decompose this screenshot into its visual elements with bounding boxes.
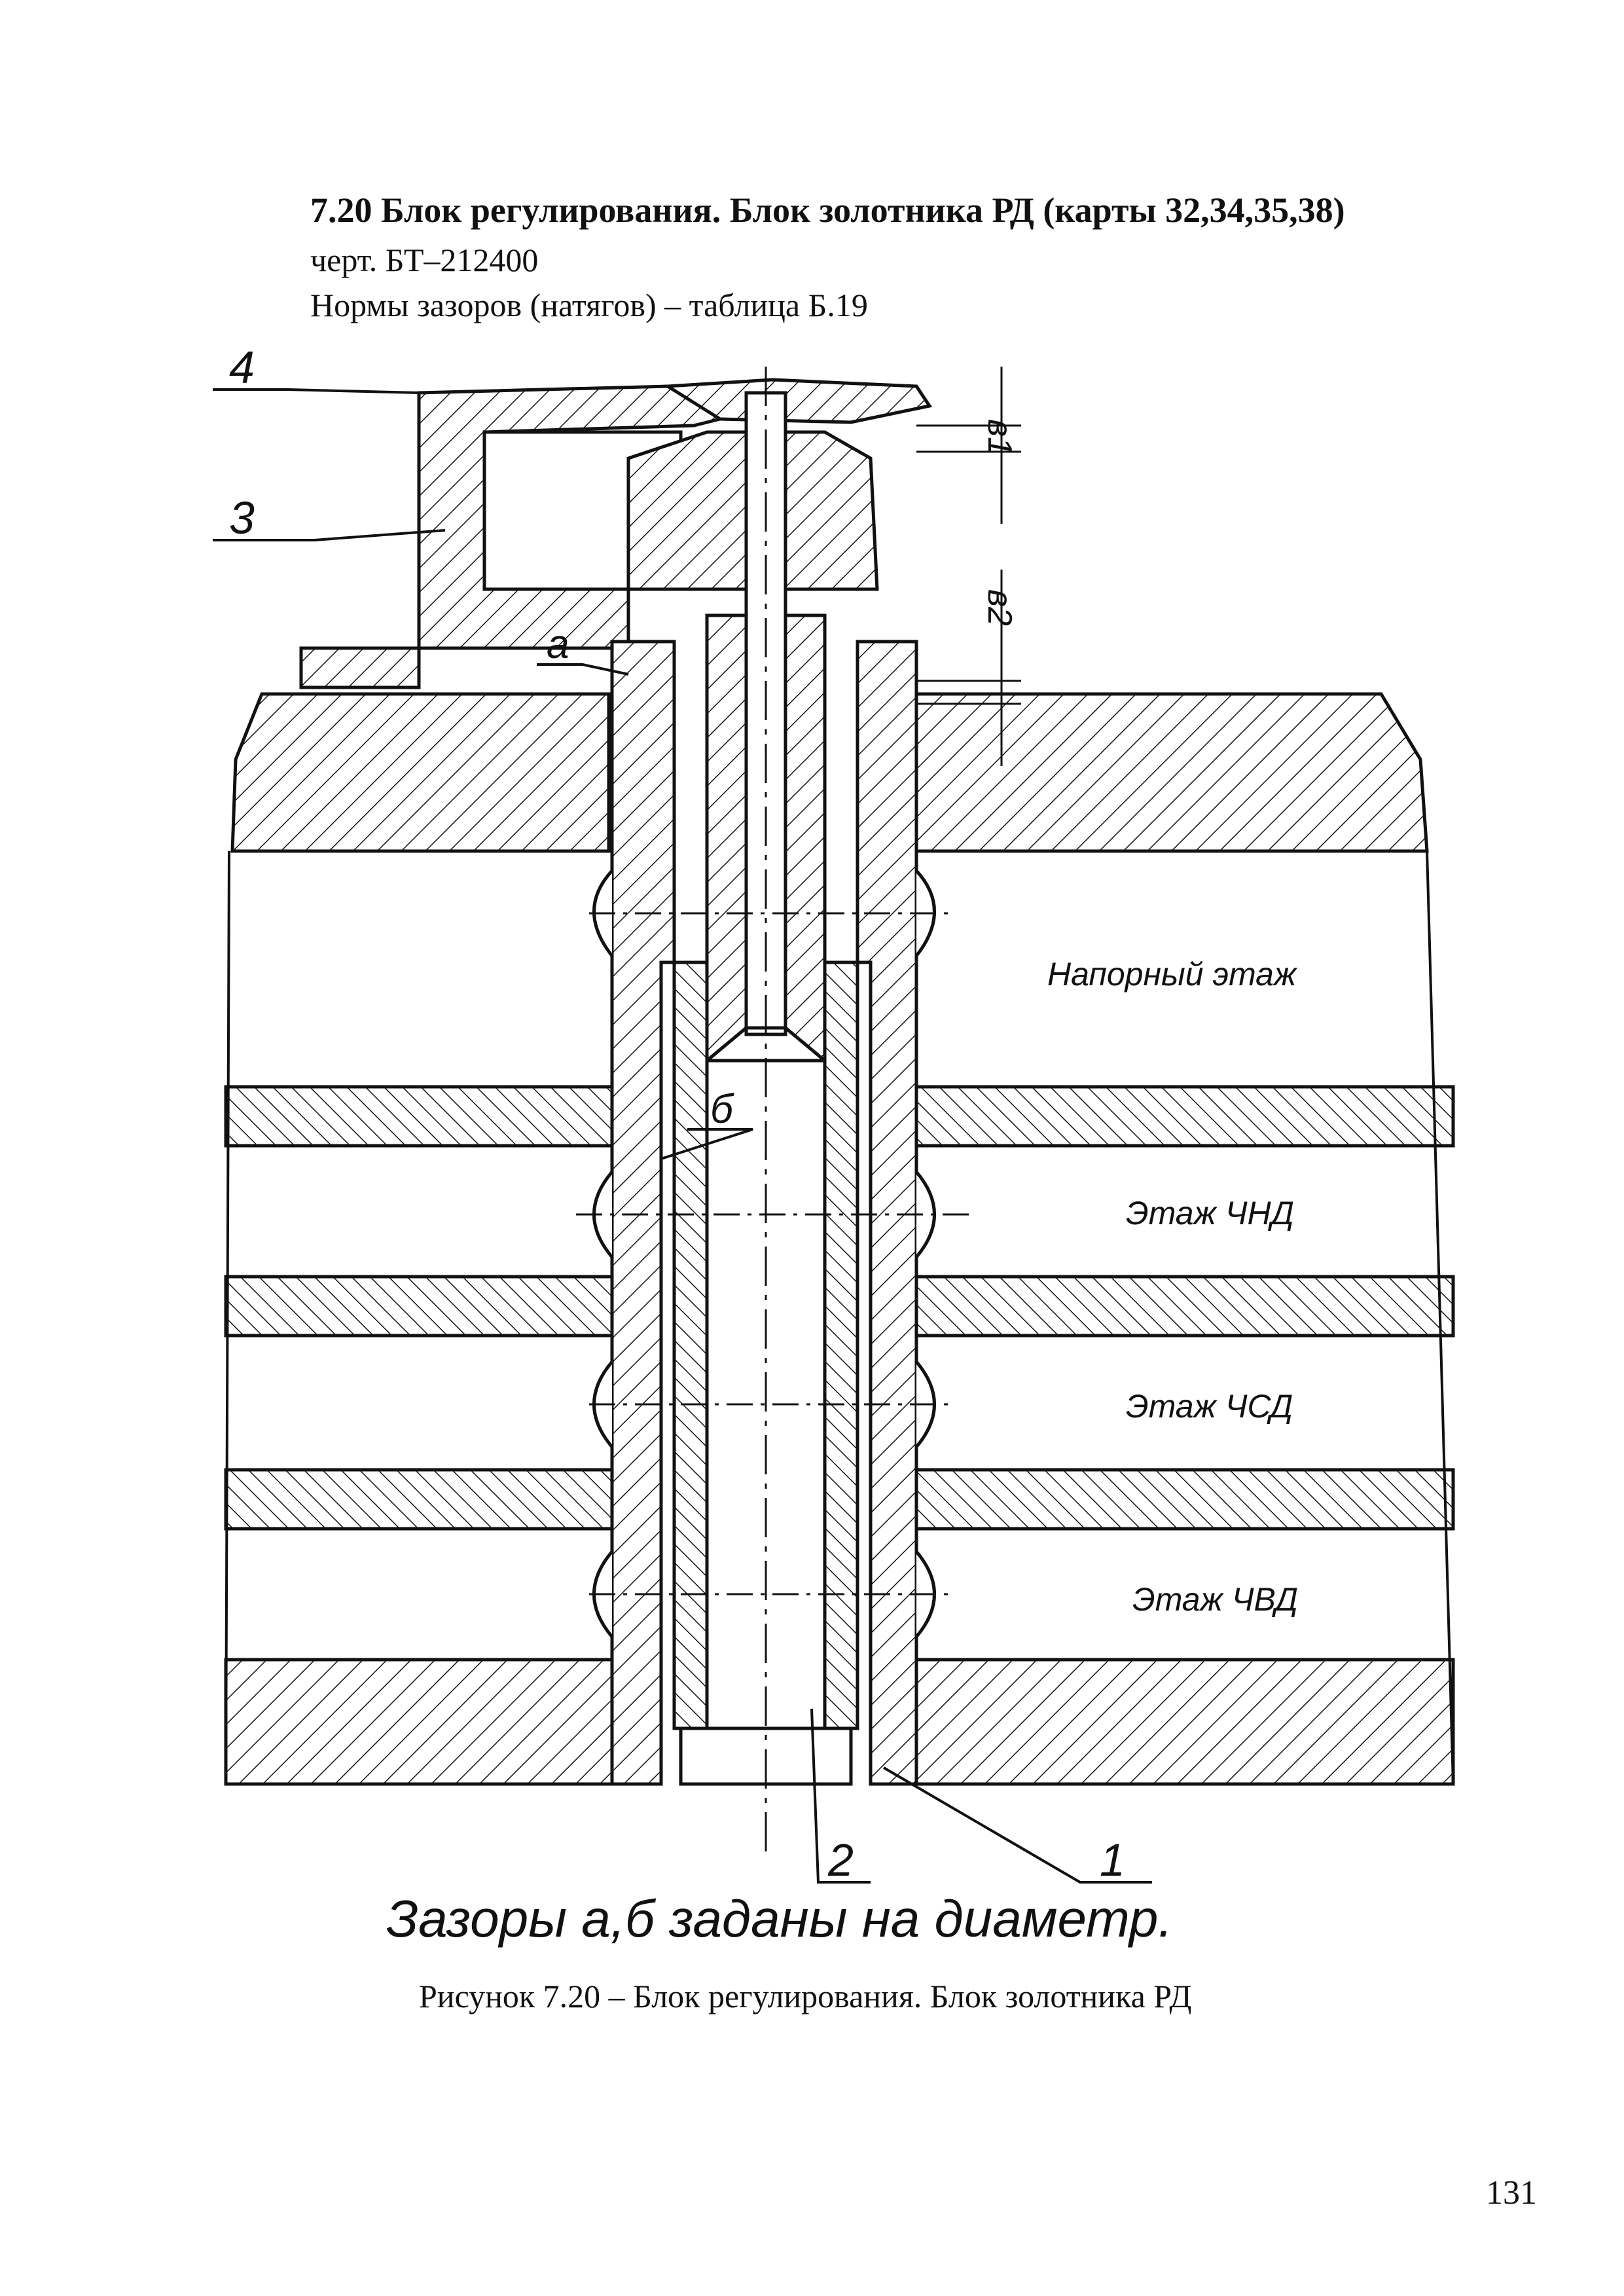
gap-label-a: а — [547, 622, 569, 667]
floor-label-hp: Этаж ЧВД — [1132, 1581, 1298, 1618]
land-right-1 — [823, 960, 859, 1730]
right-wall-line — [1426, 850, 1454, 1785]
floor-label-mp: Этаж ЧСД — [1126, 1388, 1293, 1425]
gap-label-b: б — [710, 1087, 734, 1132]
bushing-left — [610, 640, 676, 1786]
part-label-2: 2 — [827, 1834, 854, 1886]
slab-right-3 — [914, 1468, 1455, 1531]
slab-right-1 — [914, 1085, 1455, 1148]
dimension-label-v2: в2 — [981, 589, 1019, 626]
section-title: 7.20 Блок регулирования. Блок золотника … — [310, 191, 1345, 230]
part-label-4: 4 — [229, 342, 255, 393]
clearance-note: Зазоры а,б заданы на диаметр. — [386, 1889, 1173, 1948]
part-label-1: 1 — [1100, 1834, 1125, 1886]
dimension-lines — [916, 367, 1021, 766]
page-number: 131 — [1486, 2174, 1537, 2212]
part-label-3: 3 — [229, 492, 255, 543]
upper-casing — [230, 692, 611, 853]
floor-label-pressure: Напорный этаж — [1047, 956, 1298, 993]
land-left-1 — [672, 960, 709, 1730]
bushing-right — [856, 640, 918, 1786]
slab-left-1 — [224, 1085, 614, 1148]
spool-upper-left — [705, 613, 748, 1065]
slab-right-2 — [914, 1275, 1455, 1338]
floor-label-lp: Этаж ЧНД — [1126, 1195, 1294, 1231]
slab-right-4 — [914, 1658, 1455, 1786]
left-wall-line — [225, 850, 230, 1785]
slab-left-3 — [224, 1468, 614, 1531]
norms-reference: Нормы зазоров (натягов) – таблица Б.19 — [310, 287, 868, 323]
spool-upper-right — [784, 613, 827, 1065]
upper-casing-right — [914, 692, 1429, 853]
port-axis-lines — [576, 912, 969, 1595]
top-cap-lid — [662, 378, 933, 424]
slab-left-2 — [224, 1275, 614, 1338]
leader-lines — [213, 388, 1152, 1884]
drawing-reference: черт. БТ–212400 — [310, 242, 539, 278]
dimension-label-v1: в1 — [981, 419, 1019, 456]
slab-left-4 — [224, 1658, 614, 1786]
figure-caption: Рисунок 7.20 – Блок регулирования. Блок … — [419, 1978, 1192, 2014]
